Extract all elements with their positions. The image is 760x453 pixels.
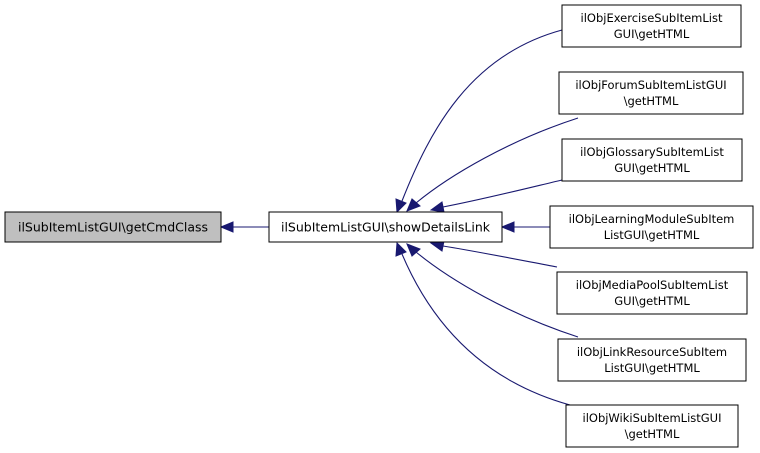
node-label: ilSubItemListGUI\getCmdClass: [18, 220, 208, 235]
node-label-line-1: ilObjLearningModuleSubItem: [569, 212, 735, 226]
edge-forum-to-showdetailslink: [415, 117, 579, 204]
node-label-line-2: GUI\getHTML: [614, 294, 690, 308]
node-label-line-1: ilObjMediaPoolSubItemList: [576, 278, 729, 292]
node-label-line-1: ilObjWikiSubItemListGUI: [583, 411, 722, 425]
node-label-line-2: GUI\getHTML: [614, 27, 690, 41]
node-label-line-2: ListGUI\getHTML: [604, 228, 700, 242]
arrowhead-exercise: [395, 198, 407, 214]
arrowhead-wiki: [395, 241, 407, 257]
node-getcmdclass[interactable]: ilSubItemListGUI\getCmdClass: [4, 211, 222, 243]
node-label-line-1: ilObjForumSubItemListGUI: [575, 78, 726, 92]
node-label-line-2: \getHTML: [625, 427, 680, 441]
node-exercise[interactable]: ilObjExerciseSubItemList GUI\getHTML: [561, 4, 742, 48]
edge-glossary-to-showdetailslink: [442, 179, 563, 208]
arrowhead-learningmodule: [500, 221, 515, 233]
edge-exercise-to-showdetailslink: [401, 29, 563, 202]
node-label-line-1: ilObjGlossarySubItemList: [580, 145, 724, 159]
node-forum[interactable]: ilObjForumSubItemListGUI \getHTML: [558, 71, 744, 115]
node-label-line-1: ilObjLinkResourceSubItem: [577, 345, 727, 359]
edge-mediapool-to-showdetailslink: [442, 245, 558, 268]
arrowhead-glossary: [429, 201, 445, 213]
node-wiki[interactable]: ilObjWikiSubItemListGUI \getHTML: [565, 404, 739, 448]
node-label-line-1: ilObjExerciseSubItemList: [581, 11, 723, 25]
node-showdetailslink[interactable]: ilSubItemListGUI\showDetailsLink: [268, 211, 503, 243]
node-label-line-2: GUI\getHTML: [614, 161, 690, 175]
node-mediapool[interactable]: ilObjMediaPoolSubItemList GUI\getHTML: [556, 271, 748, 315]
node-label-line-2: ListGUI\getHTML: [604, 361, 700, 375]
node-label: ilSubItemListGUI\showDetailsLink: [281, 220, 491, 235]
node-learningmodule[interactable]: ilObjLearningModuleSubItem ListGUI\getHT…: [549, 205, 754, 249]
edge-linkresource-to-showdetailslink: [415, 251, 579, 338]
arrowhead-forum: [406, 198, 421, 212]
edges: [219, 29, 579, 406]
edge-wiki-to-showdetailslink: [401, 253, 571, 406]
arrowhead-linkresource: [406, 243, 421, 257]
node-glossary[interactable]: ilObjGlossarySubItemList GUI\getHTML: [561, 138, 743, 182]
node-label-line-2: \getHTML: [624, 94, 679, 108]
arrowhead-getcmdclass: [219, 221, 234, 233]
node-linkresource[interactable]: ilObjLinkResourceSubItem ListGUI\getHTML: [557, 338, 747, 382]
